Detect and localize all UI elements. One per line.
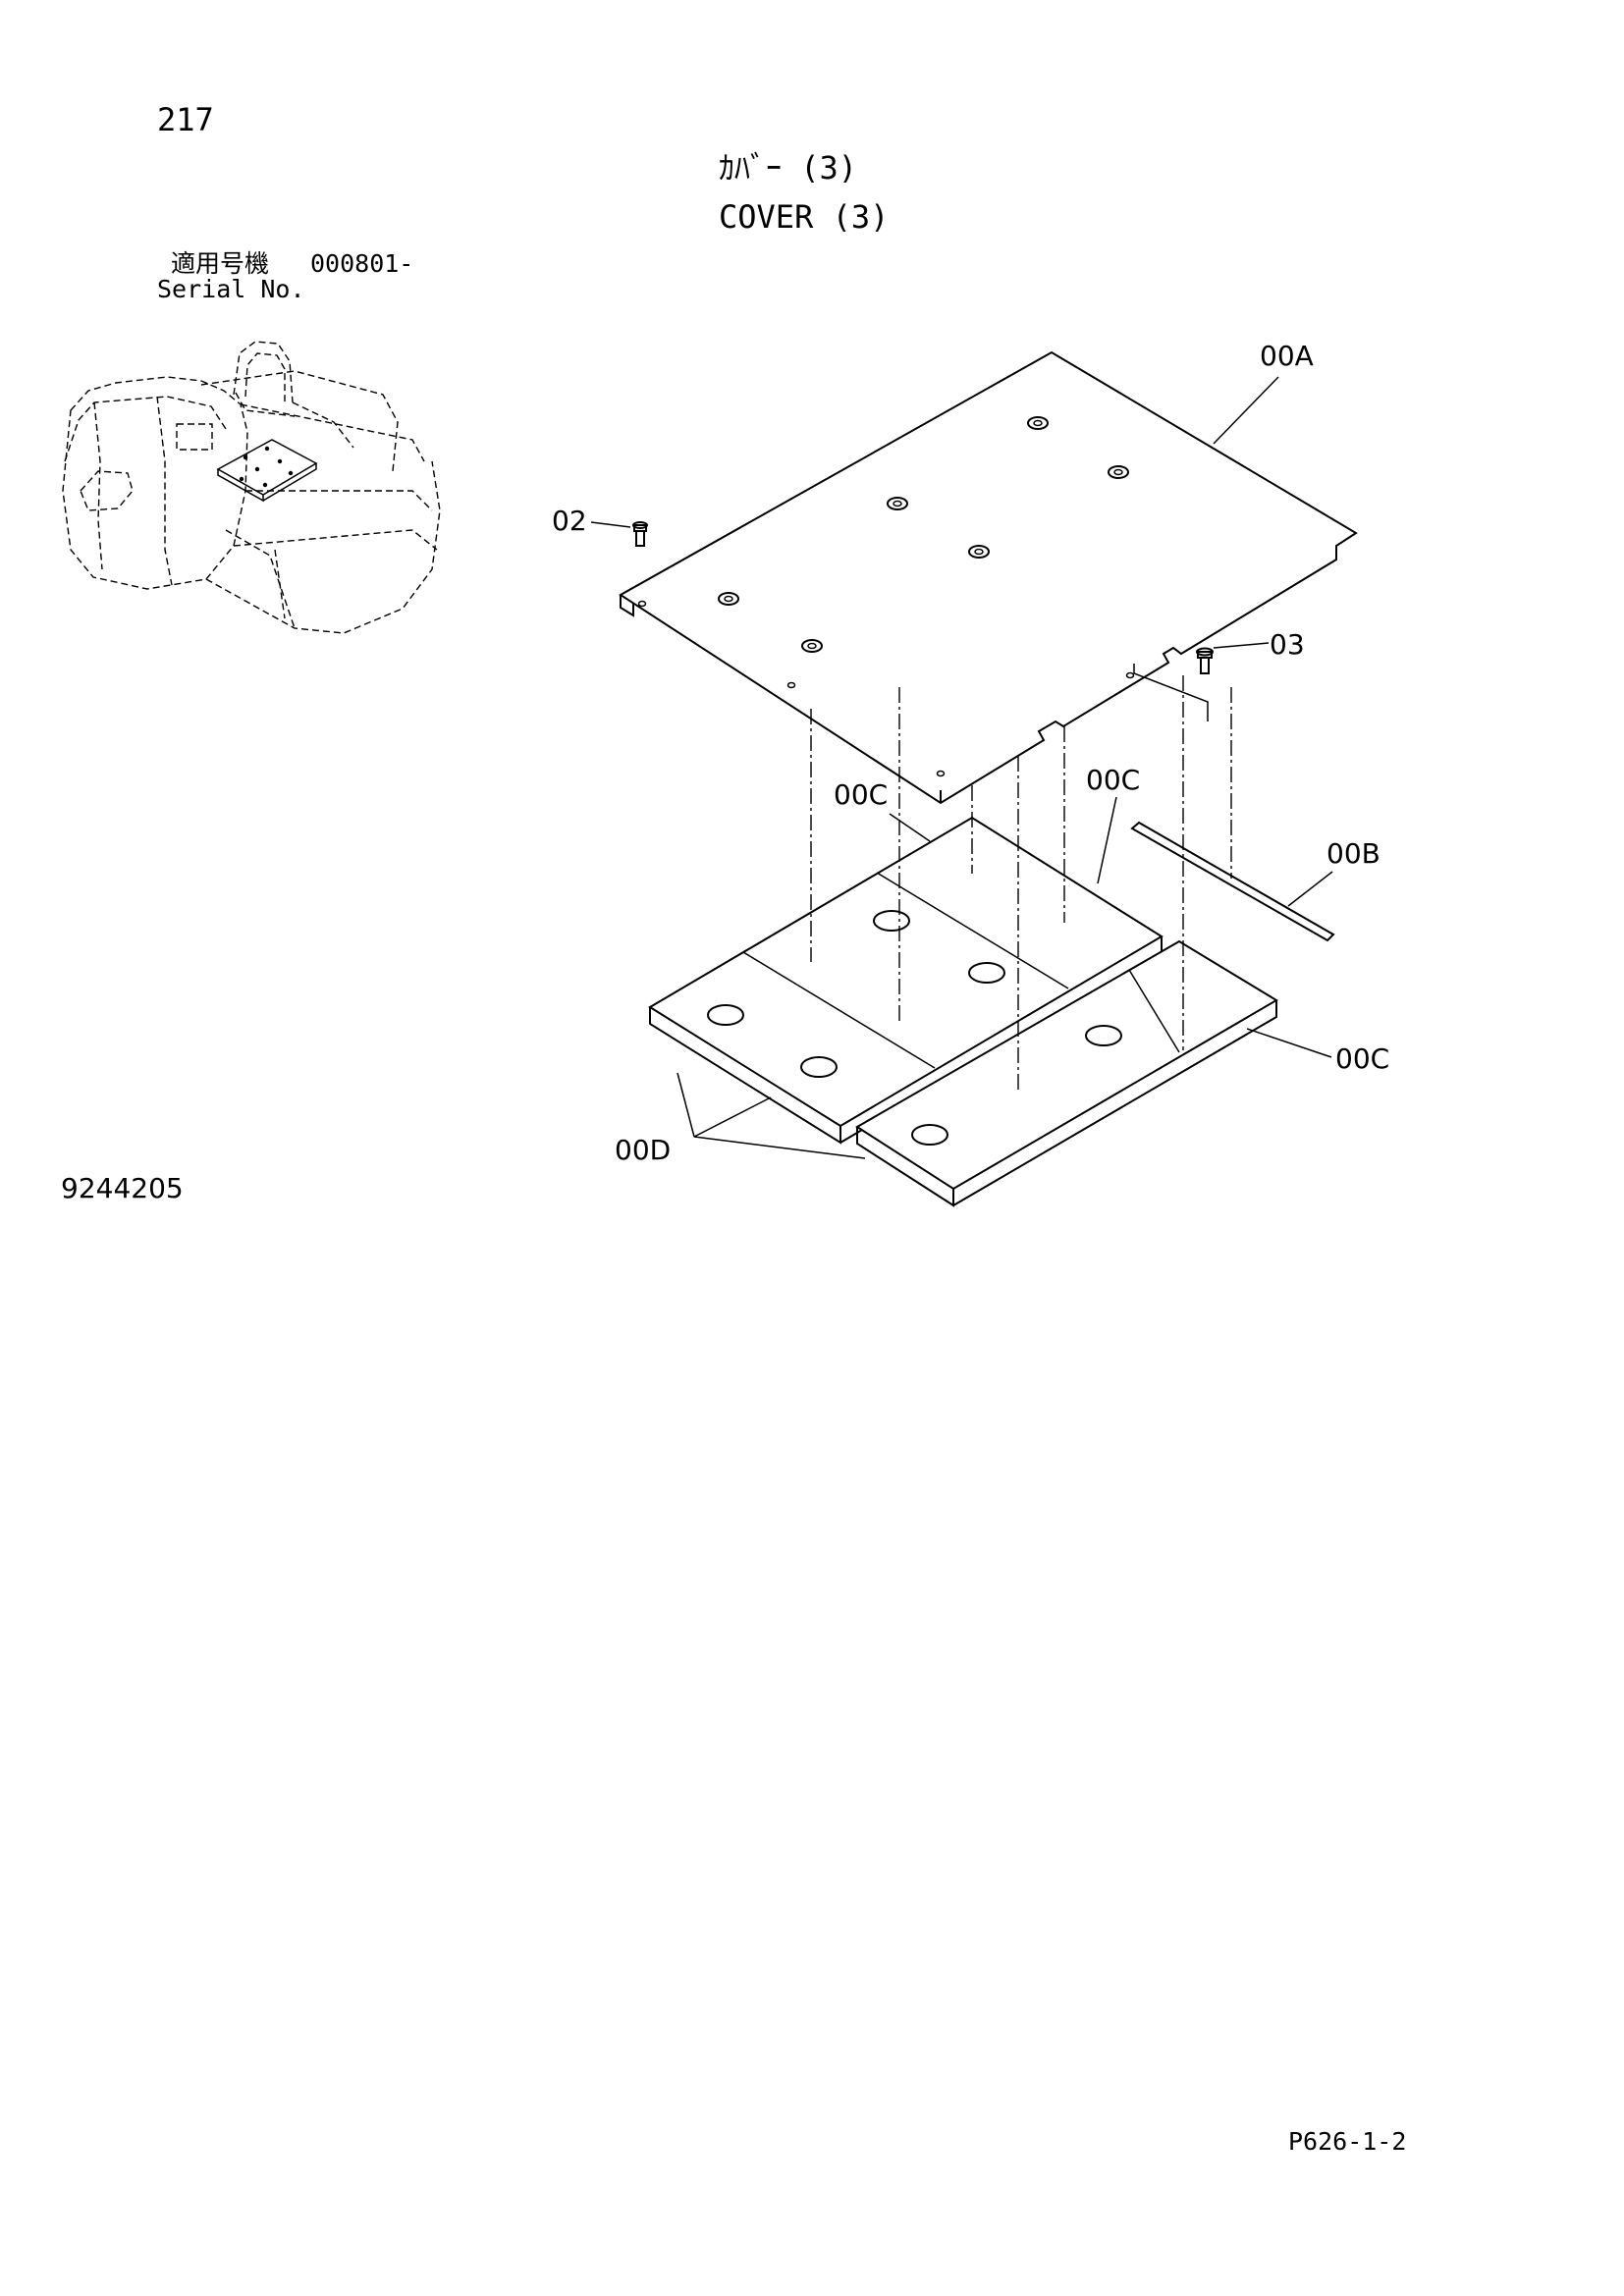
callout-02: 02 bbox=[552, 505, 587, 537]
leader-lines bbox=[590, 376, 1333, 1159]
cover-plate-00a bbox=[619, 350, 1358, 805]
serial-range: 000801- bbox=[310, 249, 414, 278]
callout-00a: 00A bbox=[1260, 340, 1314, 372]
alignment-lines bbox=[810, 675, 1232, 1090]
serial-label-english: Serial No. bbox=[157, 275, 305, 303]
rubber-pads-00c bbox=[648, 816, 1278, 1207]
callout-00d: 00D bbox=[615, 1134, 672, 1166]
bolt-03 bbox=[1133, 647, 1214, 721]
drawing-number: 9244205 bbox=[61, 1172, 184, 1204]
bolt-02 bbox=[632, 521, 648, 547]
page-code: P626-1-2 bbox=[1288, 2127, 1407, 2156]
callout-00b: 00B bbox=[1326, 837, 1380, 870]
title-english: COVER (3) bbox=[719, 198, 890, 236]
title-japanese: ｶﾊﾞｰ (3) bbox=[719, 149, 858, 187]
callout-00c-upper-left: 00C bbox=[834, 778, 889, 811]
serial-label-japanese: 適用号機 bbox=[171, 249, 270, 278]
excavator-locator-sketch bbox=[62, 341, 441, 634]
callout-00c-lower-right: 00C bbox=[1335, 1042, 1390, 1075]
strip-00b bbox=[1130, 821, 1335, 942]
callout-00c-upper-right: 00C bbox=[1086, 764, 1141, 796]
cover-plate-bolt-holes bbox=[637, 416, 1135, 777]
page-number: 217 bbox=[157, 101, 214, 138]
callout-03: 03 bbox=[1270, 628, 1305, 661]
